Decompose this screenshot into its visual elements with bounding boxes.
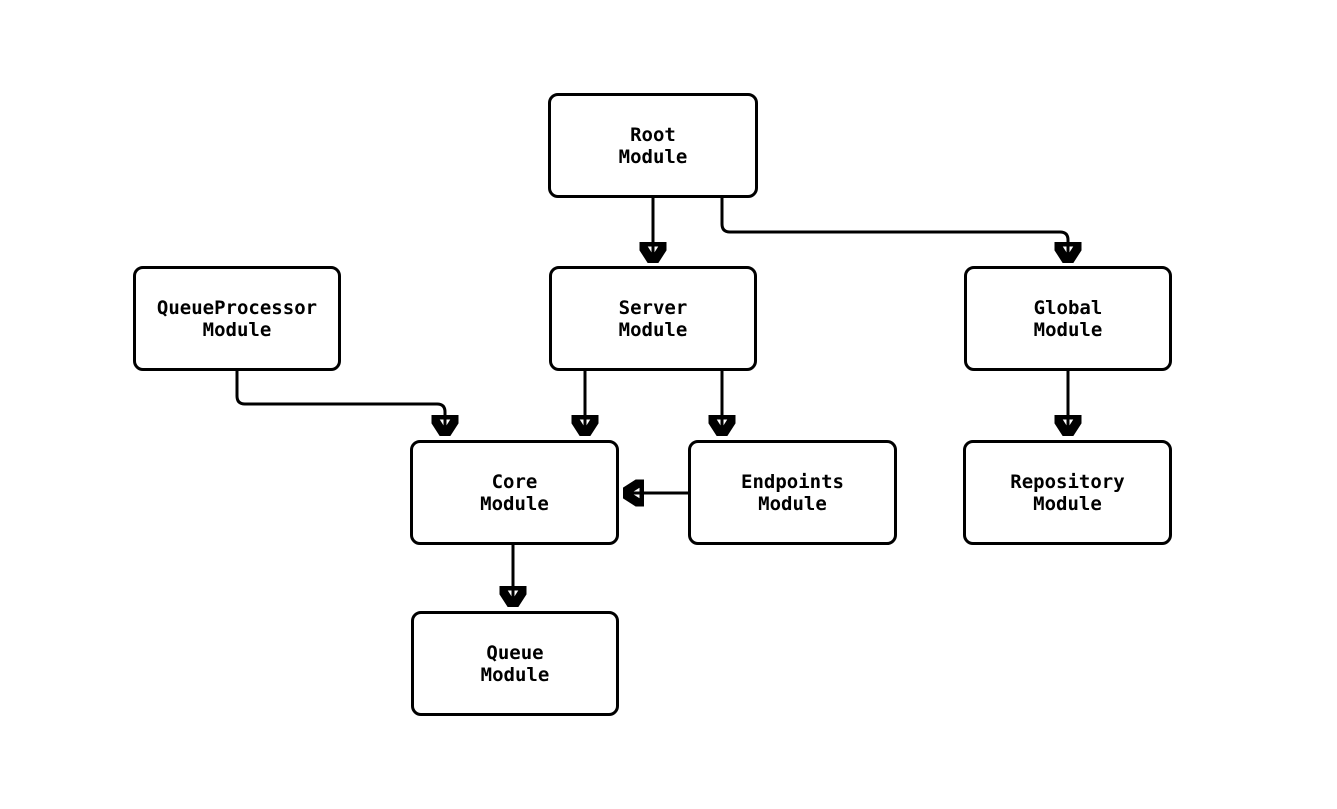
node-queue-module-label: Queue Module: [480, 641, 550, 686]
node-root-module-label: Root Module: [618, 123, 688, 168]
node-core-module: Core Module: [410, 440, 619, 545]
node-queueprocessor-module-label: QueueProcessor Module: [156, 296, 318, 341]
edge-root-to-global: [720, 198, 1068, 263]
node-server-module: Server Module: [549, 266, 757, 371]
node-global-module-label: Global Module: [1033, 296, 1103, 341]
node-root-module: Root Module: [548, 93, 758, 198]
node-core-module-label: Core Module: [480, 470, 549, 515]
edge-queueprocessor-to-core: [235, 371, 445, 436]
node-queueprocessor-module: QueueProcessor Module: [133, 266, 341, 371]
node-server-module-label: Server Module: [618, 296, 688, 341]
node-queue-module: Queue Module: [411, 611, 619, 716]
node-global-module: Global Module: [964, 266, 1172, 371]
node-repository-module-label: Repository Module: [1010, 470, 1125, 515]
node-endpoints-module-label: Endpoints Module: [741, 470, 844, 515]
node-endpoints-module: Endpoints Module: [688, 440, 897, 545]
node-repository-module: Repository Module: [963, 440, 1172, 545]
